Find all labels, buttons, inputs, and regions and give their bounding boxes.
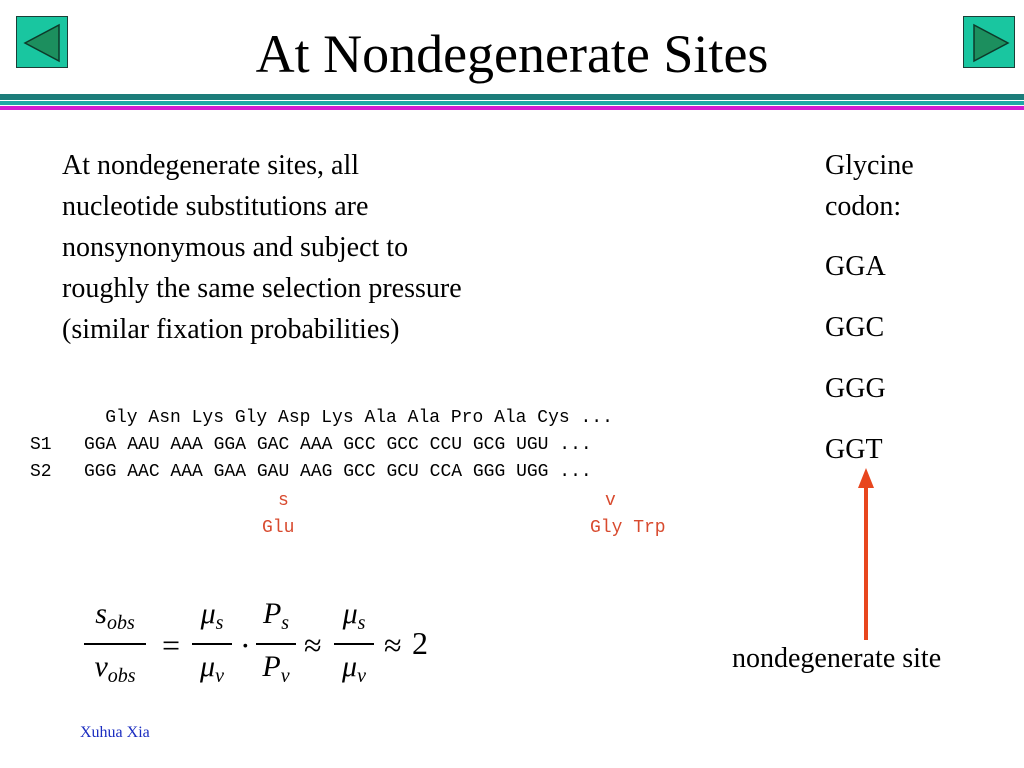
previous-slide-button[interactable] xyxy=(16,16,68,68)
site-arrow-icon xyxy=(858,468,874,640)
multiply-dot: · xyxy=(240,627,251,663)
mu-ratio-fraction: μs μv xyxy=(334,596,374,694)
sequence-s1-row: S1 GGA AAU AAA GGA GAC AAA GCC GCC CCU G… xyxy=(30,435,592,455)
formula-result: 2 xyxy=(412,625,428,661)
approx-sign: ≈ xyxy=(304,627,322,663)
author-name: Xuhua Xia xyxy=(80,724,150,741)
obs-ratio-fraction: sobs vobs xyxy=(84,596,146,694)
body-line: nonsynonymous and subject to xyxy=(62,232,409,263)
synonymous-mark: s xyxy=(278,491,289,511)
slide-title: At Nondegenerate Sites xyxy=(255,24,769,84)
codon-heading: Glycine codon: xyxy=(825,145,914,227)
codon-heading-line: codon: xyxy=(825,191,902,222)
p-ratio-fraction: Ps Pv xyxy=(256,596,296,694)
nonsynonymous-mark: v xyxy=(605,491,616,511)
codon-ggc: GGC xyxy=(825,312,885,343)
codon-ggt: GGT xyxy=(825,434,883,465)
codon-heading-line: Glycine xyxy=(825,150,914,181)
body-paragraph: At nondegenerate sites, all nucleotide s… xyxy=(62,145,582,350)
next-slide-button[interactable] xyxy=(963,16,1015,68)
title-rule-magenta xyxy=(0,106,1024,110)
amino-acid-row: Gly Asn Lys Gly Asp Lys Ala Ala Pro Ala … xyxy=(62,408,613,428)
body-line: nucleotide substitutions are xyxy=(62,191,369,222)
approx-sign: ≈ xyxy=(384,627,402,663)
nondegenerate-site-label: nondegenerate site xyxy=(732,643,942,674)
codon-gga: GGA xyxy=(825,251,886,282)
title-rule-cyan xyxy=(0,101,1024,105)
body-line: (similar fixation probabilities) xyxy=(62,314,400,345)
body-line: At nondegenerate sites, all xyxy=(62,150,360,181)
body-line: roughly the same selection pressure xyxy=(62,273,462,304)
mu-ratio-fraction: μs μv xyxy=(192,596,232,694)
glu-label: Glu xyxy=(262,518,295,538)
equals-sign: = xyxy=(162,627,181,663)
triangle-left-icon xyxy=(23,23,60,63)
sequence-s2-row: S2 GGG AAC AAA GAA GAU AAG GCC GCU CCA G… xyxy=(30,462,592,482)
gly-trp-label: Gly Trp xyxy=(590,518,666,538)
title-rule-teal xyxy=(0,94,1024,100)
triangle-right-icon xyxy=(973,23,1010,63)
codon-ggg: GGG xyxy=(825,373,886,404)
rate-ratio-formula: sobs vobs = μs μv · Ps Pv ≈ μs μv ≈ 2 xyxy=(84,596,444,700)
